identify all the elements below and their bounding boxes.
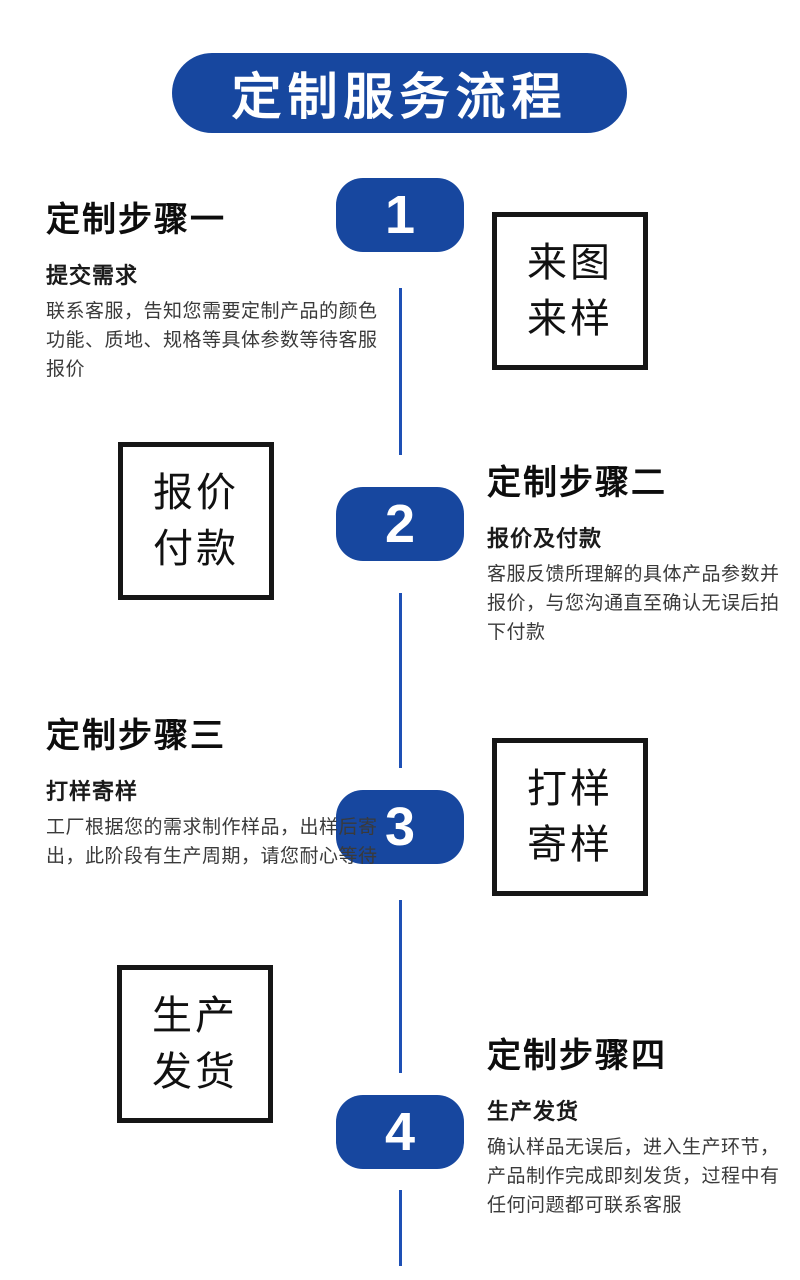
step-2-box-label: 报价 付款 — [153, 471, 239, 571]
step-2-label-box: 报价 付款 — [118, 442, 274, 600]
step-4-heading: 定制步骤四 — [487, 1037, 667, 1075]
title-banner: 定制服务流程 — [172, 53, 627, 133]
step-1-label-box: 来图 来样 — [492, 212, 648, 370]
step-4-description: 确认样品无误后，进入生产环节，产品制作完成即刻发货，过程中有任何问题都可联系客服 — [487, 1137, 780, 1216]
step-3-heading: 定制步骤三 — [46, 717, 226, 755]
step-3-label-box: 打样 寄样 — [492, 738, 648, 896]
step-3-text-block: 定制步骤三 打样寄样 工厂根据您的需求制作样品，出样后寄出，此阶段有生产周期，请… — [46, 708, 394, 871]
step-1-subheading: 提交需求 — [46, 263, 139, 288]
step-3-subheading: 打样寄样 — [46, 779, 139, 804]
flow-connector-line-3 — [399, 900, 402, 1073]
page-title: 定制服务流程 — [231, 69, 568, 125]
step-4-label-box: 生产 发货 — [117, 965, 273, 1123]
step-2-subheading: 报价及付款 — [487, 526, 603, 551]
step-1-number-badge: 1 — [336, 178, 464, 252]
step-4-text-block: 定制步骤四 生产发货 确认样品无误后，进入生产环节，产品制作完成即刻发货，过程中… — [487, 1028, 787, 1220]
step-4-box-label: 生产 发货 — [152, 994, 238, 1094]
step-1-heading: 定制步骤一 — [46, 201, 226, 239]
step-4-subheading: 生产发货 — [487, 1099, 580, 1124]
step-1-box-label: 来图 来样 — [527, 241, 613, 341]
step-2-heading: 定制步骤二 — [487, 464, 667, 502]
step-3-number-badge: 3 — [336, 790, 464, 864]
step-2-number-badge: 2 — [336, 487, 464, 561]
step-1-text-block: 定制步骤一 提交需求 联系客服，告知您需要定制产品的颜色功能、质地、规格等具体参… — [46, 192, 394, 384]
flow-connector-line-4 — [399, 1190, 402, 1266]
step-3-description: 工厂根据您的需求制作样品，出样后寄出，此阶段有生产周期，请您耐心等待 — [46, 817, 378, 867]
step-1-description: 联系客服，告知您需要定制产品的颜色功能、质地、规格等具体参数等待客服报价 — [46, 301, 378, 380]
flow-connector-line-2 — [399, 593, 402, 768]
flow-connector-line-1 — [399, 288, 402, 455]
step-2-text-block: 定制步骤二 报价及付款 客服反馈所理解的具体产品参数并报价，与您沟通直至确认无误… — [487, 455, 787, 647]
step-4-number-badge: 4 — [336, 1095, 464, 1169]
step-2-description: 客服反馈所理解的具体产品参数并报价，与您沟通直至确认无误后拍下付款 — [487, 564, 780, 643]
step-3-box-label: 打样 寄样 — [527, 767, 613, 867]
